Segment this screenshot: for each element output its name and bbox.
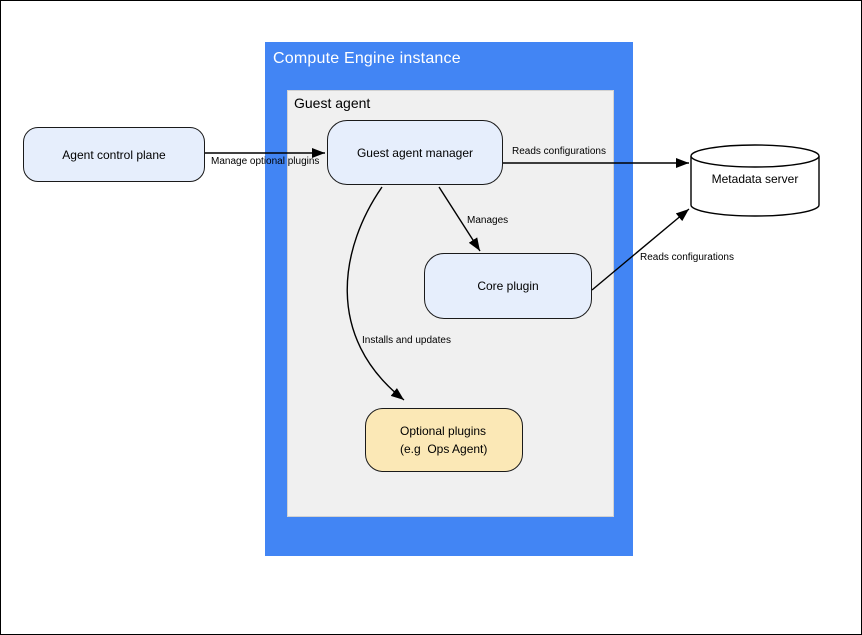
node-optional-plugins: Optional plugins (e.g Ops Agent) <box>365 408 523 472</box>
optional-plugins-label-line2: (e.g Ops Agent) <box>400 442 488 456</box>
cylinder-top <box>690 144 820 168</box>
edge-label-manages: Manages <box>467 215 509 226</box>
guest-agent-title: Guest agent <box>294 95 371 111</box>
optional-plugins-label: Optional plugins (e.g Ops Agent) <box>400 422 487 458</box>
metadata-server-cylinder <box>690 144 820 217</box>
compute-engine-instance-title: Compute Engine instance <box>273 50 461 67</box>
guest-agent-manager-label: Guest agent manager <box>356 145 474 160</box>
edge-label-manage-optional-plugins: Manage optional plugins <box>211 156 320 167</box>
node-guest-agent-manager: Guest agent manager <box>327 120 503 185</box>
node-agent-control-plane: Agent control plane <box>23 127 205 182</box>
core-plugin-label: Core plugin <box>477 279 539 293</box>
cylinder-body <box>690 156 820 217</box>
edge-label-installs-and-updates: Installs and updates <box>362 335 451 346</box>
agent-control-plane-label: Agent control plane <box>62 147 166 162</box>
optional-plugins-label-line1: Optional plugins <box>400 424 487 438</box>
edge-label-reads-configurations-core: Reads configurations <box>640 252 734 263</box>
edge-label-reads-configurations-manager: Reads configurations <box>512 146 606 157</box>
node-core-plugin: Core plugin <box>424 253 592 319</box>
